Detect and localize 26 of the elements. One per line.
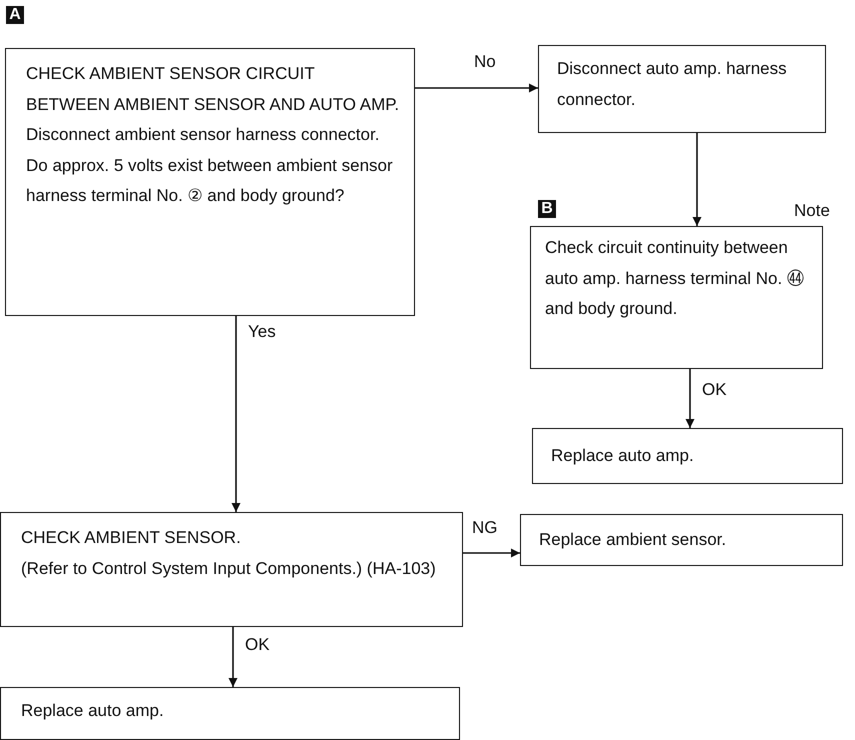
arrow [686, 369, 694, 428]
arrow [228, 627, 238, 687]
step-text: Disconnect auto amp. harness connector. [557, 58, 788, 110]
step-text: Disconnect ambient sensor harness connector. [26, 124, 380, 146]
step-text: Check circuit continuity between auto amp. harness terminal No. ㊹ and body ground. [545, 237, 805, 320]
process-box [5, 48, 415, 316]
step-text: CHECK AMBIENT SENSOR CIRCUIT BETWEEN AMBIENT SENSOR AND AUTO AMP. [26, 63, 400, 116]
process-box [530, 226, 823, 369]
arrow [415, 84, 538, 92]
section-badge: A [6, 6, 24, 24]
step-text: CHECK AMBIENT SENSOR. [21, 527, 242, 549]
step-text: Replace auto amp. [21, 700, 165, 722]
section-badge: B [538, 200, 556, 218]
step-text: (Refer to Control System Input Components.) (HA-103) [21, 558, 437, 580]
note-label: Note [794, 201, 830, 221]
arrow [692, 133, 702, 226]
step-text: Do approx. 5 volts exist between ambient sensor harness terminal No. ② and body ground? [26, 154, 394, 207]
process-box [520, 514, 843, 566]
process-box [538, 45, 826, 133]
process-box [0, 687, 460, 740]
step-text: Replace auto amp. [551, 445, 695, 467]
step-text: Replace ambient sensor. [539, 529, 728, 551]
arrow [463, 548, 520, 558]
process-box [0, 512, 463, 627]
arrow [232, 316, 240, 512]
process-box [532, 428, 843, 484]
